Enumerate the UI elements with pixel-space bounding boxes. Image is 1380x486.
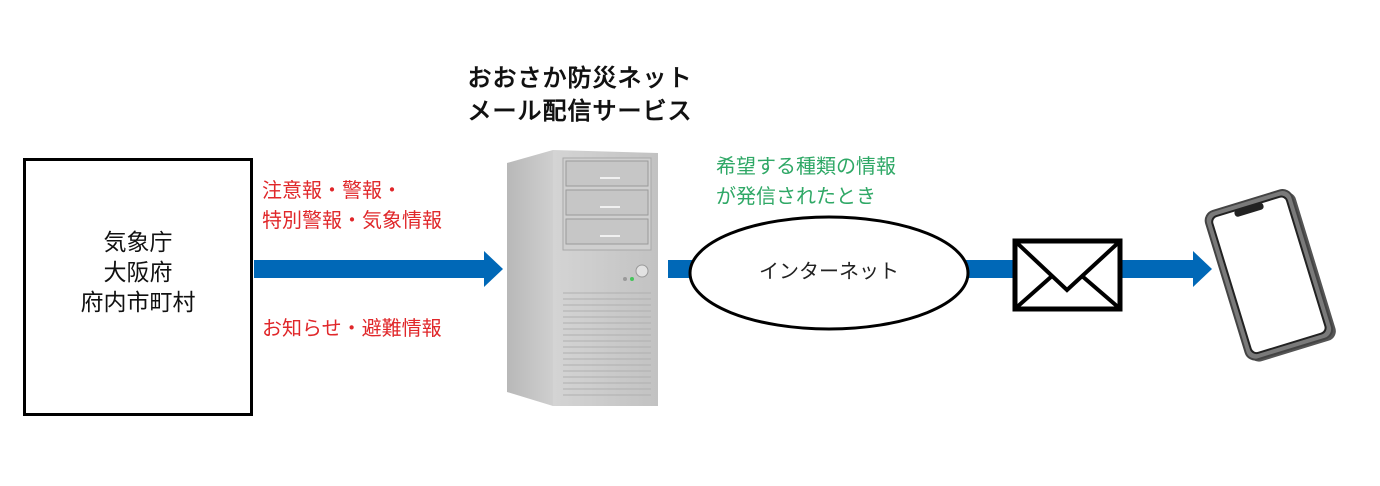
source-box xyxy=(23,158,253,416)
notice-info-label: お知らせ・避難情報 xyxy=(262,316,442,340)
warning-info-line1: 注意報・警報・ xyxy=(262,178,402,202)
source-municipalities: 府内市町村 xyxy=(80,290,196,316)
server-tower-icon xyxy=(507,150,658,406)
source-labels: 気象庁 大阪府 府内市町村 xyxy=(23,228,253,318)
service-title-line1: おおさか防災ネット xyxy=(467,64,693,92)
warning-info-line2: 特別警報・気象情報 xyxy=(262,208,442,232)
source-jma: 気象庁 xyxy=(103,230,173,256)
warning-info-label: 注意報・警報・ 特別警報・気象情報 xyxy=(262,175,442,235)
trigger-line2: が発信されたとき xyxy=(716,184,876,208)
source-osaka-prefecture: 大阪府 xyxy=(103,260,173,286)
internet-label: インターネット xyxy=(759,259,899,283)
internet-cloud xyxy=(688,215,970,331)
trigger-line1: 希望する種類の情報 xyxy=(716,154,896,178)
smartphone-icon xyxy=(1204,189,1336,362)
service-title: おおさか防災ネット メール配信サービス xyxy=(440,62,720,128)
arrow-source-to-server xyxy=(254,251,503,287)
trigger-label: 希望する種類の情報 が発信されたとき xyxy=(716,151,896,211)
service-title-line2: メール配信サービス xyxy=(467,97,693,125)
envelope-icon xyxy=(1012,238,1123,312)
